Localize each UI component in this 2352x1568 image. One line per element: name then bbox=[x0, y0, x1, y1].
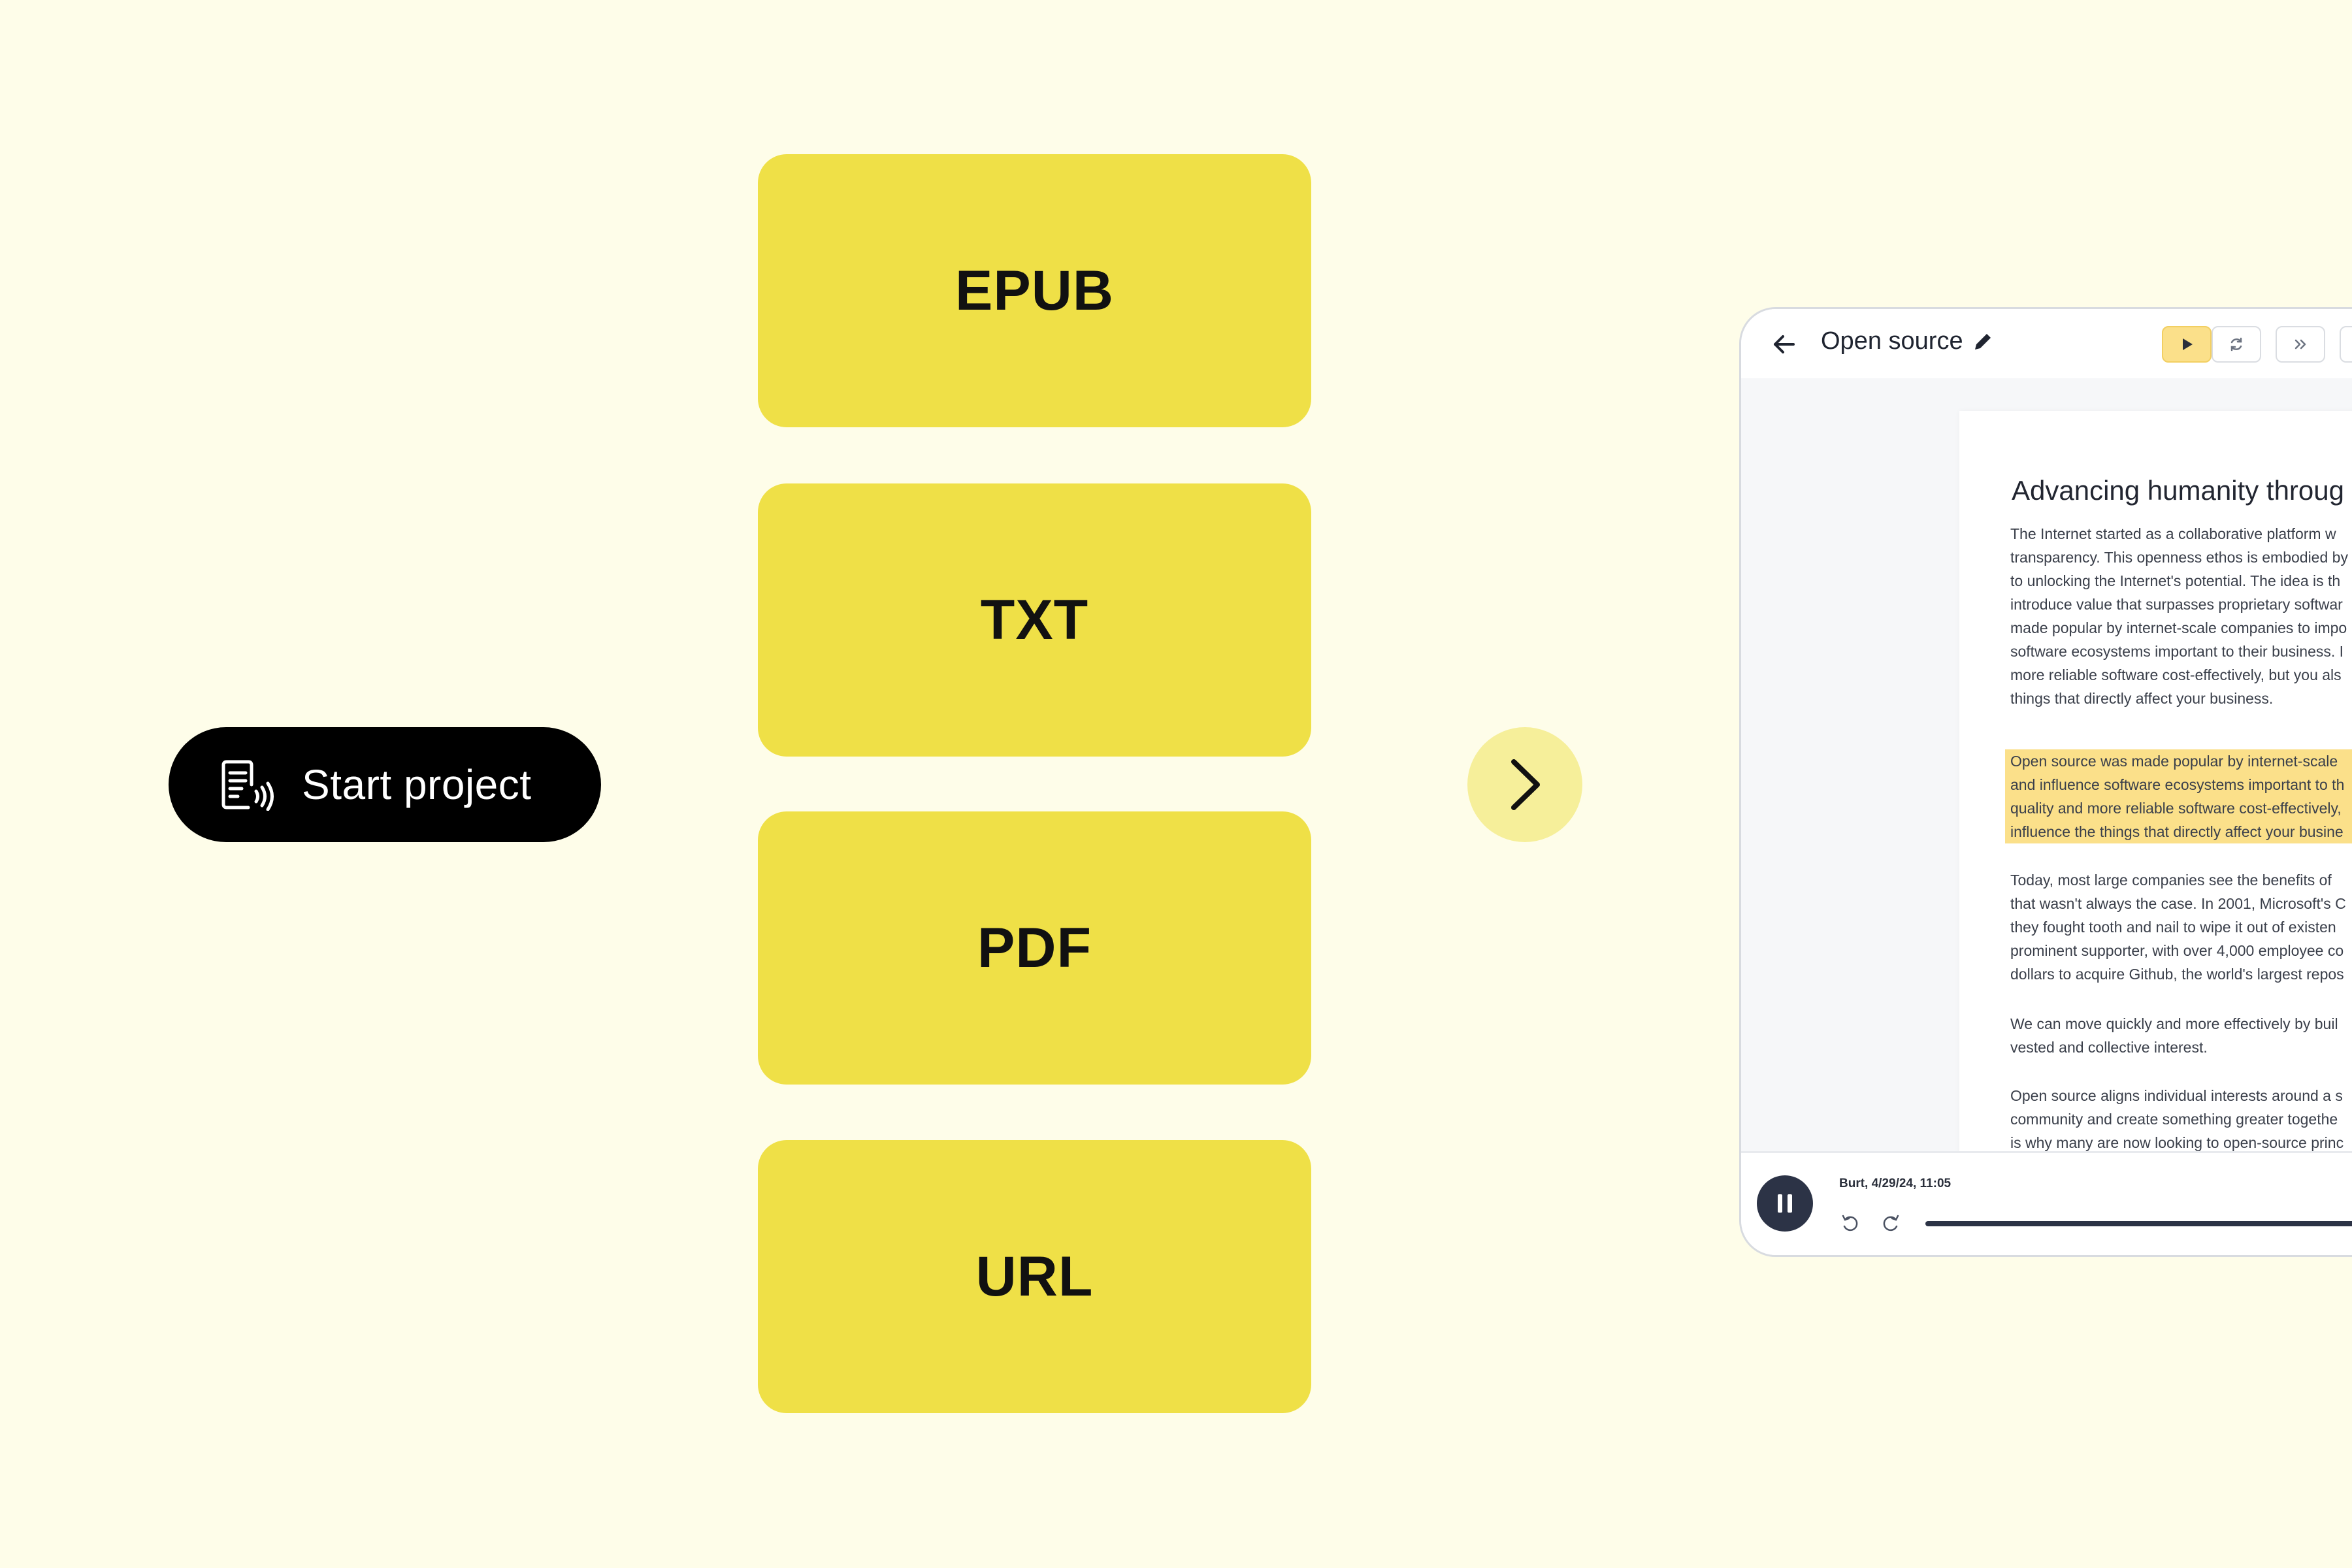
app-window: Open source Advancing humanity throug Th… bbox=[1739, 307, 2352, 1257]
refresh-icon bbox=[2230, 337, 2242, 351]
text-line: prominent supporter, with over 4,000 emp… bbox=[2010, 942, 2344, 959]
format-card-epub[interactable]: EPUB bbox=[758, 154, 1311, 427]
pause-button[interactable] bbox=[1757, 1175, 1813, 1232]
double-chevron-right-icon bbox=[2295, 339, 2306, 350]
text-line: more reliable software cost-effectively,… bbox=[2010, 666, 2342, 683]
text-line: influence the things that directly affec… bbox=[2005, 820, 2352, 843]
document-page: Advancing humanity throug The Internet s… bbox=[1959, 411, 2352, 1153]
format-card-txt[interactable]: TXT bbox=[758, 483, 1311, 757]
progress-track[interactable] bbox=[1925, 1221, 2352, 1226]
text-line: community and create something greater t… bbox=[2010, 1111, 2338, 1128]
play-icon bbox=[2183, 338, 2193, 350]
paragraph: We can move quickly and more effectively… bbox=[2005, 1012, 2352, 1059]
more-button[interactable] bbox=[2340, 326, 2352, 363]
text-line: We can move quickly and more effectively… bbox=[2010, 1015, 2338, 1032]
document-title: Open source bbox=[1821, 327, 1963, 355]
text-line: Open source was made popular by internet… bbox=[2005, 749, 2352, 773]
paragraph-highlighted: Open source was made popular by internet… bbox=[2005, 749, 2352, 843]
paragraph: The Internet started as a collaborative … bbox=[2005, 522, 2352, 710]
text-line: made popular by internet-scale companies… bbox=[2010, 619, 2347, 636]
chevron-right-icon bbox=[1511, 759, 1540, 810]
format-label: PDF bbox=[977, 916, 1092, 979]
text-line: The Internet started as a collaborative … bbox=[2010, 525, 2336, 542]
text-line: they fought tooth and nail to wipe it ou… bbox=[2010, 919, 2336, 936]
document-audio-icon bbox=[221, 760, 274, 811]
text-line: Today, most large companies see the bene… bbox=[2010, 872, 2332, 889]
start-project-button[interactable]: Start project bbox=[169, 727, 601, 842]
play-button[interactable] bbox=[2162, 326, 2212, 363]
format-label: TXT bbox=[980, 588, 1089, 651]
text-line: things that directly affect your busines… bbox=[2010, 690, 2274, 707]
text-line: software ecosystems important to their b… bbox=[2010, 643, 2344, 660]
text-line: quality and more reliable software cost-… bbox=[2005, 796, 2352, 820]
format-label: EPUB bbox=[955, 259, 1114, 322]
player-meta: Burt, 4/29/24, 11:05 bbox=[1839, 1177, 1952, 1190]
skip-button[interactable] bbox=[2276, 326, 2325, 363]
text-line: that wasn't always the case. In 2001, Mi… bbox=[2010, 895, 2346, 912]
text-line: to unlocking the Internet's potential. T… bbox=[2010, 572, 2341, 589]
text-line: introduce value that surpasses proprieta… bbox=[2010, 596, 2343, 613]
text-line: and influence software ecosystems import… bbox=[2005, 773, 2352, 796]
text-line: Open source aligns individual interests … bbox=[2010, 1087, 2343, 1104]
arrow-left-icon[interactable] bbox=[1771, 331, 1797, 357]
next-button[interactable] bbox=[1467, 727, 1582, 842]
pause-icon bbox=[1778, 1194, 1792, 1213]
format-label: URL bbox=[975, 1245, 1094, 1308]
text-line: transparency. This openness ethos is emb… bbox=[2010, 549, 2348, 566]
regenerate-button[interactable] bbox=[2212, 326, 2261, 363]
format-card-url[interactable]: URL bbox=[758, 1140, 1311, 1413]
document-heading: Advancing humanity throug bbox=[2012, 475, 2344, 506]
format-card-pdf[interactable]: PDF bbox=[758, 811, 1311, 1085]
text-line: vested and collective interest. bbox=[2010, 1039, 2208, 1056]
audio-player: Burt, 4/29/24, 11:05 bbox=[1741, 1151, 2352, 1255]
forward-10-icon[interactable] bbox=[1880, 1212, 1902, 1234]
text-line: is why many are now looking to open-sour… bbox=[2010, 1134, 2344, 1151]
rewind-10-icon[interactable] bbox=[1839, 1212, 1861, 1234]
text-line: dollars to acquire Github, the world's l… bbox=[2010, 966, 2344, 983]
document-viewer: Advancing humanity throug The Internet s… bbox=[1741, 378, 2352, 1153]
paragraph: Open source aligns individual interests … bbox=[2005, 1084, 2352, 1153]
pencil-icon[interactable] bbox=[1971, 331, 1993, 353]
paragraph: Today, most large companies see the bene… bbox=[2005, 868, 2352, 986]
app-header: Open source bbox=[1741, 309, 2352, 380]
start-project-label: Start project bbox=[302, 761, 532, 808]
